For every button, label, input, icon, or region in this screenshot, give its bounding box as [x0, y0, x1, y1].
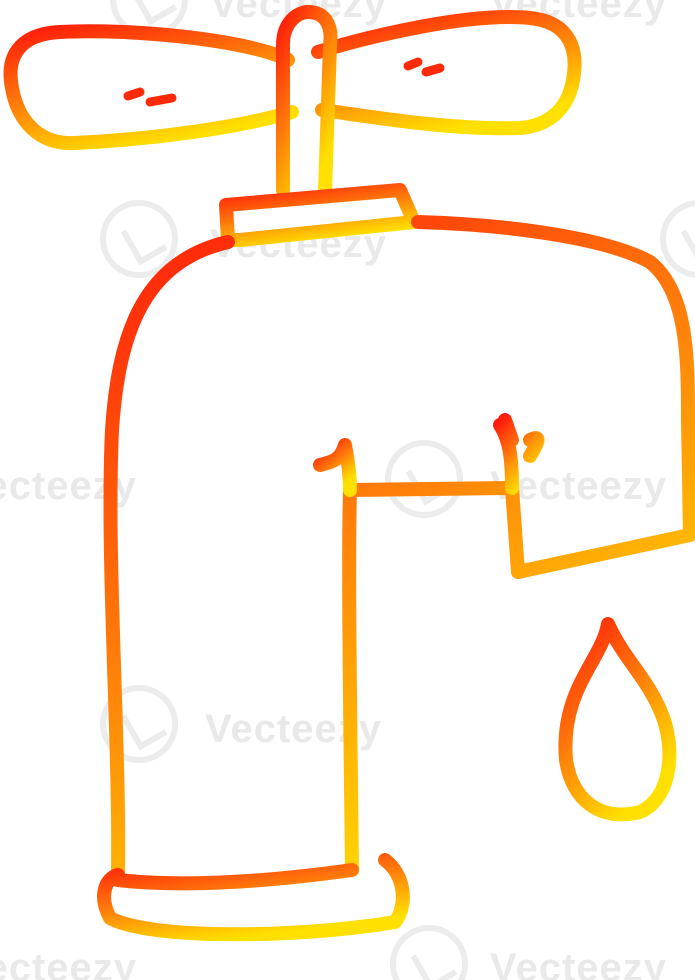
watermark-logo-icon: [390, 925, 468, 980]
watermark-text: Vecteezy: [0, 946, 138, 980]
highlight-dash: [145, 93, 177, 107]
handle-highlights: [123, 57, 445, 107]
handle-stem: [276, 5, 338, 199]
watermark-text: Vecteezy: [490, 946, 668, 980]
watermark-logo-icon: [385, 440, 463, 518]
handle-right-wing: [311, 10, 582, 136]
highlight-dash: [123, 87, 145, 101]
watermark-logo-icon: [100, 685, 178, 763]
highlight-dash: [403, 57, 423, 71]
water-drop: [558, 617, 677, 822]
base-flange: [97, 853, 410, 942]
tap-body: [103, 215, 695, 882]
watermark-logo-icon: [100, 200, 178, 278]
valve-cap: [219, 183, 421, 247]
spout-notch: [313, 438, 357, 497]
spout-opening: [493, 413, 545, 495]
handle-left-wing: [3, 24, 299, 151]
highlight-dash: [421, 63, 445, 77]
